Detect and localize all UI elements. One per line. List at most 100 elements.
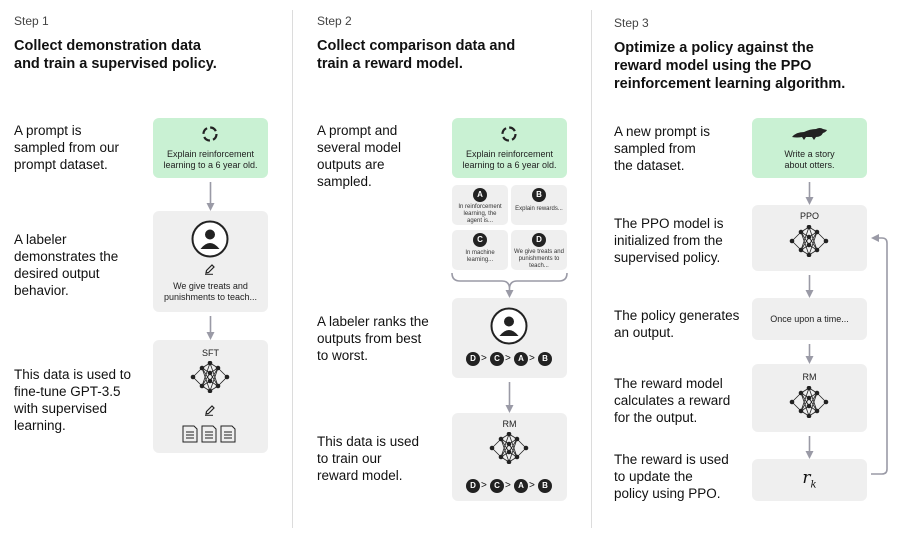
network-node [806,234,812,240]
network-node [823,238,829,244]
step3-prompt-card: Write a story about otters. [752,118,867,178]
network-node [806,413,812,418]
output-text-d: We give treats and punishments to teach.… [514,249,564,269]
network-node [199,383,205,389]
network-node [806,386,812,391]
rank-3: A [514,352,528,366]
step3-desc-init: The PPO model is initialized from the su… [614,216,724,265]
step1-title: Collect demonstration data and train a s… [14,38,217,72]
network-node [789,399,795,405]
pencil-icon [205,405,215,416]
rank-1: D [466,479,480,493]
network-node [806,225,812,230]
network-node [506,432,512,437]
step1-prompt-card: Explain reinforcement learning to a 6 ye… [153,118,268,178]
cycle-icon [501,126,517,142]
output-letter-a: A [473,188,487,202]
divider-2 [591,10,592,528]
rank-symbol: > [529,480,535,491]
network-node [798,390,804,396]
bracket-s2 [451,272,568,289]
otter-icon [792,128,827,140]
network-node [798,229,804,235]
divider-1 [292,10,293,528]
step3-prompt-text: Write a story about otters. [784,149,835,170]
step2-rank-card: D > C > A > B [452,298,567,378]
ranking-row-rm: D > C > A > B [466,479,556,493]
step3-ppo-card: PPO [752,205,867,271]
rank-1: D [466,352,480,366]
network-node [215,365,221,371]
network-node [199,365,205,371]
network-node [514,436,520,442]
rank-4: B [538,352,552,366]
ranking-row-labeler: D > C > A > B [466,352,556,366]
network-node [806,403,812,409]
network-node [806,395,812,401]
step1-desc-labeler: A labeler demonstrates the desired outpu… [14,232,119,298]
network-node [498,436,504,442]
step3-desc-update: The reward is used to update the policy … [614,452,729,501]
output-letter-c: C [473,233,487,247]
output-card-d: D We give treats and punishments to teac… [511,230,567,270]
step3-label: Step 3 [614,16,649,30]
step1-label: Step 1 [14,14,49,28]
step3-rm-card: RM [752,364,867,432]
network-node [798,247,804,253]
rank-symbol: > [505,353,511,364]
network-node [789,238,795,244]
rank-symbol: > [529,353,535,364]
step1-demo-card: We give treats and punishments to teach.… [153,211,268,312]
step3-desc-reward: The reward model calculates a reward for… [614,376,731,425]
output-letter-b: B [532,188,546,202]
rank-symbol: > [481,353,487,364]
pencil-icon [205,264,215,275]
network-node [506,449,512,455]
ppo-label: PPO [799,211,819,221]
step3-reward-card: rk [752,459,867,501]
network-node [207,388,213,393]
person-icon [191,220,229,258]
network-node [814,390,820,396]
network-node [523,445,529,451]
output-letter-d: D [532,233,546,247]
neural-network-icon [789,225,829,257]
rank-symbol: > [505,480,511,491]
network-node [498,454,504,460]
step1-prompt-text: Explain reinforcement learning to a 6 ye… [163,149,258,170]
network-node [224,374,230,380]
rank-2: C [490,352,504,366]
step2-rm-card: RM D > C > A > B [452,413,567,501]
network-node [514,454,520,460]
output-card-b: B Explain rewards... [511,185,567,225]
network-node [806,252,812,257]
output-text-c: In machine learning... [465,250,495,263]
network-node [190,374,196,380]
network-node [814,247,820,253]
neural-network-icon [789,386,829,418]
step2-label: Step 2 [317,14,352,28]
step3-output-text: Once upon a time... [770,314,849,324]
network-node [506,441,512,447]
document-icon [182,425,236,443]
rm-label: RM [502,419,517,429]
network-node [489,445,495,451]
network-node [207,370,213,376]
cycle-icon [202,126,218,142]
rm-label: RM [802,372,817,382]
step1-desc-prompt: A prompt is sampled from our prompt data… [14,123,120,172]
network-node [806,242,812,248]
step1-desc-finetune: This data is used to fine-tune GPT-3.5 w… [14,367,132,433]
sft-label: SFT [202,348,219,358]
step1-demo-text: We give treats and punishments to teach.… [163,281,258,302]
step3-title: Optimize a policy against the reward mod… [614,40,846,92]
network-node [207,361,213,366]
reward-value: rk [802,468,817,491]
step3-output-card: Once upon a time... [752,298,867,340]
network-node [823,399,829,405]
network-node [814,229,820,235]
step2-desc-train: This data is used to train our reward mo… [317,434,420,483]
arrow-s3-feedback [871,234,888,475]
step2-title: Collect comparison data and train a rewa… [317,38,516,72]
step2-prompt-card: Explain reinforcement learning to a 6 ye… [452,118,567,178]
